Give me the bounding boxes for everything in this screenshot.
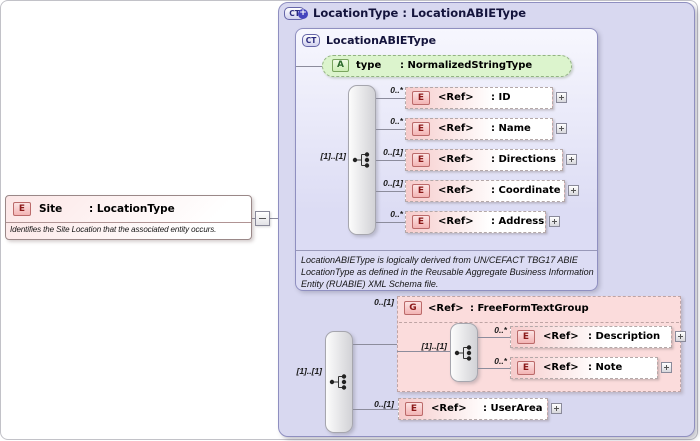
connector-line (376, 129, 405, 130)
element-ref-label: <Ref> (438, 185, 474, 196)
element-icon: E (517, 361, 535, 375)
connector-line (376, 222, 405, 223)
expand-icon[interactable] (556, 123, 567, 134)
expand-icon[interactable] (566, 154, 577, 165)
element-type-label: : Note (588, 362, 623, 373)
element-icon: E (405, 402, 423, 416)
attribute-type: : NormalizedStringType (400, 60, 533, 71)
group-ref-label: <Ref> (428, 303, 464, 314)
element-site-node[interactable]: E Site : LocationType Identifies the Sit… (5, 195, 252, 240)
complex-type-icon: CT (302, 34, 320, 47)
site-element-type: : LocationType (89, 203, 175, 215)
element-ref-label: <Ref> (438, 123, 474, 134)
attribute-name: type (356, 60, 382, 71)
expand-icon[interactable] (661, 362, 672, 373)
cardinality-label: 0..* (390, 116, 403, 126)
complextype-title: LocationType : LocationABIEType (313, 6, 527, 20)
element-ref-address[interactable]: E <Ref> : Address (405, 211, 546, 233)
element-ref-label: <Ref> (438, 154, 474, 165)
cardinality-label: 0..* (494, 356, 507, 366)
collapse-icon[interactable] (255, 211, 270, 226)
element-type-label: : ID (491, 92, 511, 103)
group-icon: G (404, 301, 422, 315)
element-ref-label: <Ref> (543, 331, 579, 342)
attribute-icon: A (332, 59, 349, 72)
cardinality-label: 0..* (390, 209, 403, 219)
cardinality-label: 0..[1] (383, 178, 403, 188)
cardinality-label: 0..[1] (374, 297, 394, 307)
connector-line (376, 160, 405, 161)
element-icon: E (412, 153, 430, 167)
group-type-label: : FreeFormTextGroup (470, 303, 589, 314)
element-type-label: : Address (491, 216, 545, 227)
element-type-label: : Description (588, 331, 661, 342)
basetype-annotation: LocationABIEType is logically derived fr… (301, 255, 594, 289)
group-content-separator (399, 322, 679, 323)
element-ref-label: <Ref> (543, 362, 579, 373)
sequence-compositor[interactable] (325, 331, 353, 433)
element-ref-coordinate[interactable]: E <Ref> : Coordinate (405, 180, 565, 202)
element-icon: E (13, 202, 31, 216)
sequence-icon (454, 344, 472, 361)
attribute-type-node[interactable]: A type : NormalizedStringType (322, 55, 572, 77)
element-type-label: : Directions (491, 154, 556, 165)
expand-icon[interactable] (675, 331, 686, 342)
connector-line (478, 337, 510, 338)
cardinality-label: 0..[1] (383, 147, 403, 157)
basetype-title: LocationABIEType (326, 34, 437, 47)
cardinality-label: 0..[1] (374, 399, 394, 409)
connector-line (376, 191, 405, 192)
cardinality-label: [1]..[1] (296, 366, 323, 376)
element-ref-id[interactable]: E <Ref> : ID (405, 87, 553, 109)
sequence-compositor[interactable] (348, 85, 376, 235)
connector-line (353, 344, 397, 345)
cardinality-label: 0..* (494, 325, 507, 335)
expand-icon[interactable] (568, 185, 579, 196)
element-type-label: : Name (491, 123, 531, 134)
element-ref-label: <Ref> (431, 403, 467, 414)
site-element-name: Site (39, 203, 63, 215)
site-annotation: Identifies the Site Location that the as… (10, 225, 217, 234)
connector-line (397, 351, 450, 352)
connector-line (376, 98, 405, 99)
element-type-label: : UserArea (483, 403, 543, 414)
element-ref-directions[interactable]: E <Ref> : Directions (405, 149, 563, 171)
element-icon: E (412, 91, 430, 105)
expand-icon[interactable] (551, 403, 562, 414)
element-ref-label: <Ref> (438, 92, 474, 103)
plus-circle-icon: + (298, 7, 308, 19)
site-separator (6, 222, 251, 223)
expand-icon[interactable] (549, 216, 560, 227)
element-type-label: : Coordinate (491, 185, 561, 196)
element-ref-label: <Ref> (438, 216, 474, 227)
expand-icon[interactable] (556, 92, 567, 103)
element-ref-userarea[interactable]: E <Ref> : UserArea (398, 398, 548, 420)
sequence-compositor[interactable] (450, 323, 478, 382)
sequence-icon (352, 152, 370, 168)
cardinality-label: 0..* (390, 85, 403, 95)
connector-line (353, 409, 398, 410)
sequence-icon (329, 374, 347, 390)
cardinality-label: [1]..[1] (320, 151, 347, 161)
element-ref-name[interactable]: E <Ref> : Name (405, 118, 553, 140)
element-icon: E (412, 184, 430, 198)
element-icon: E (412, 215, 430, 229)
cardinality-label: [1]..[1] (421, 341, 448, 351)
annotation-separator (296, 250, 597, 251)
connector-line (478, 368, 510, 369)
element-ref-description[interactable]: E <Ref> : Description (510, 326, 672, 348)
element-icon: E (517, 330, 535, 344)
element-icon: E (412, 122, 430, 136)
connector-line (296, 66, 322, 67)
element-ref-note[interactable]: E <Ref> : Note (510, 357, 658, 379)
